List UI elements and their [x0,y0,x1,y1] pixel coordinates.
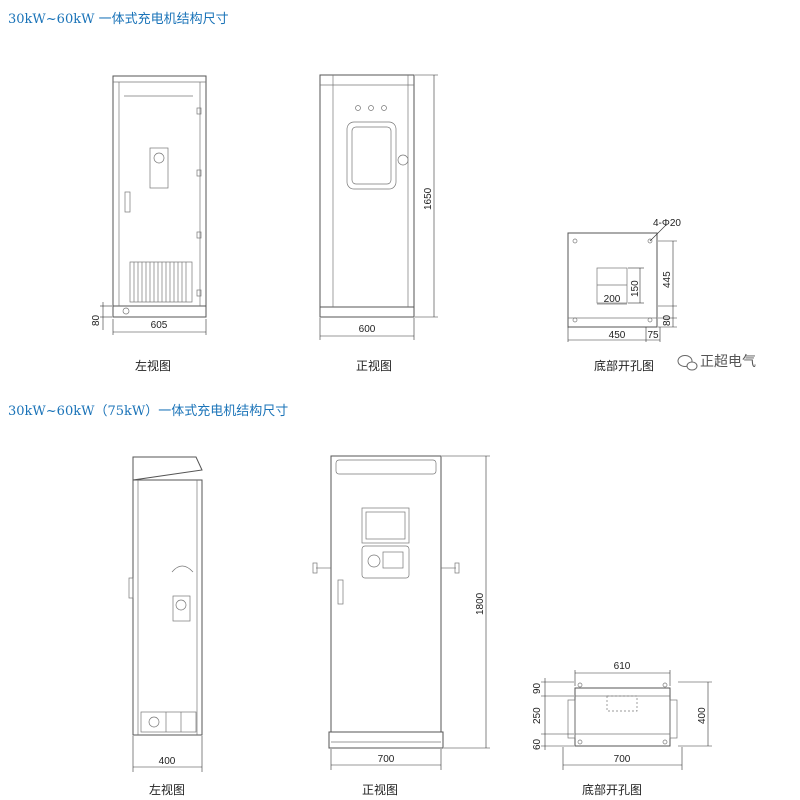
s1-caption-left: 左视图 [135,358,171,373]
s2-dim-700b: 700 [614,754,631,765]
s1-dim-1650: 1650 [423,187,434,210]
s1-caption-front: 正视图 [356,358,392,373]
s1-left-view: 605 80 [91,75,207,335]
s2-left-view: 400 [128,456,203,772]
s1-dim-150: 150 [630,280,641,297]
s2-dim-90: 90 [532,682,543,694]
s1-dim-80b: 80 [662,314,673,326]
s1-dim-4phi20: 4-Φ20 [653,218,681,229]
s2-caption-left: 左视图 [149,782,185,797]
s2-dim-610: 610 [614,661,631,672]
s1-caption-bottom: 底部开孔图 [594,358,654,373]
s2-front-view: 700 1800 [312,455,490,770]
s2-dim-400b: 400 [697,707,708,724]
s2-bottom-view: 610 90 250 60 400 700 [532,661,712,770]
s2-dim-250: 250 [532,707,543,724]
s1-bottom-view: 4-Φ20 445 150 200 450 75 80 [567,218,681,342]
s1-dim-80: 80 [91,314,102,326]
s1-front-view: 600 1650 [319,74,438,340]
s1-dim-75: 75 [647,330,659,341]
s2-dim-400: 400 [159,756,176,767]
s1-dim-200: 200 [604,294,621,305]
section-title-1: 30kW~60kW 一体式充电机结构尺寸 [8,12,229,27]
s2-dim-700: 700 [378,754,395,765]
wechat-icon [677,355,698,371]
s2-dim-60: 60 [532,738,543,750]
s1-dim-450: 450 [609,330,626,341]
section-title-2: 30kW~60kW（75kW）一体式充电机结构尺寸 [8,404,289,419]
s2-caption-bottom: 底部开孔图 [582,782,642,797]
watermark-text: 正超电气 [700,354,756,370]
s1-dim-600: 600 [359,324,376,335]
s1-dim-605: 605 [151,320,168,331]
s1-dim-445: 445 [662,271,673,288]
s2-caption-front: 正视图 [362,782,398,797]
s2-dim-1800: 1800 [475,592,486,615]
